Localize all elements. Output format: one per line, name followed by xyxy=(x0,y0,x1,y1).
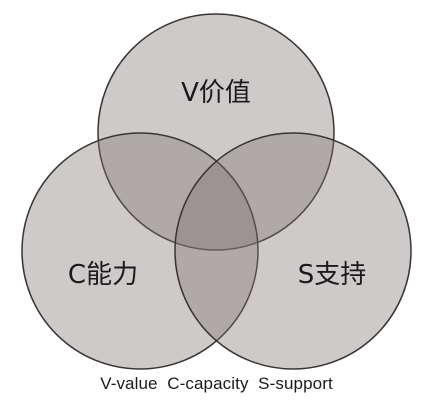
circle-c xyxy=(21,132,259,370)
circle-s xyxy=(174,132,412,370)
label-c: C能力 xyxy=(68,260,138,290)
legend-text: V-value C-capacity S-support xyxy=(100,374,333,393)
label-s: S支持 xyxy=(298,260,367,290)
label-v: V价值 xyxy=(181,78,251,108)
circle-v xyxy=(97,13,335,251)
